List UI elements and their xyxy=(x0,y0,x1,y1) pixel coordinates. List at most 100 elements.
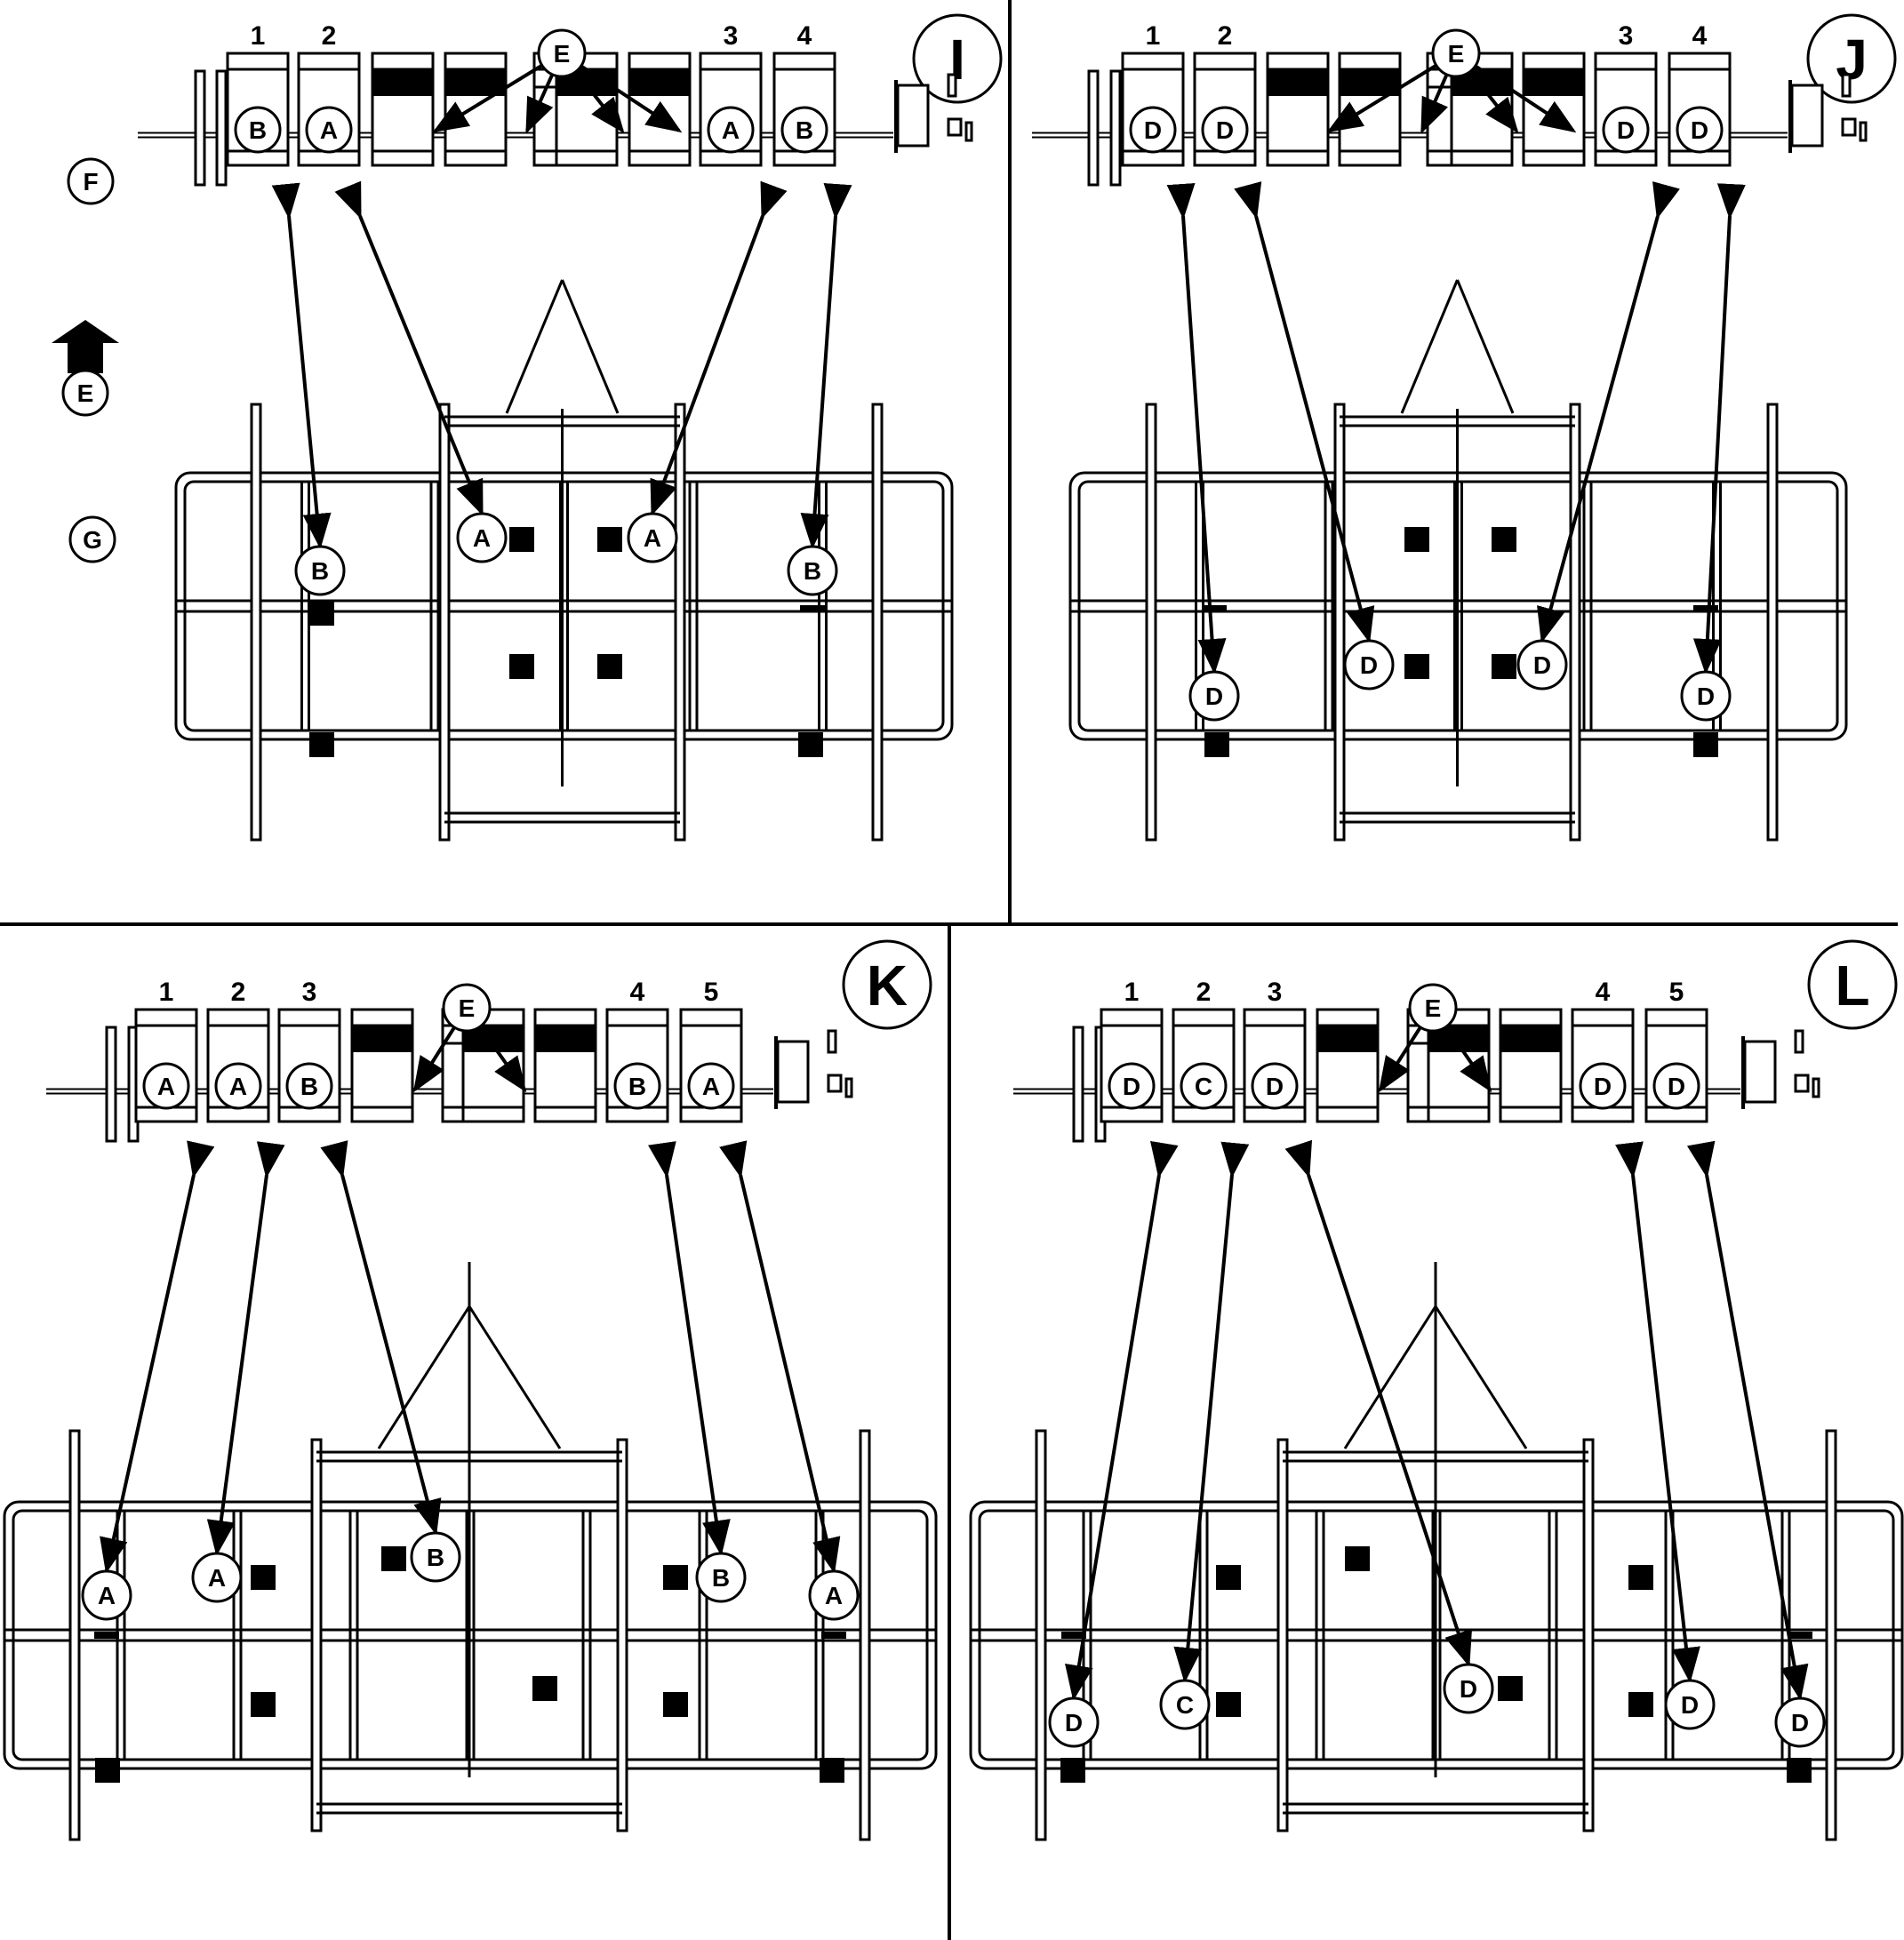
row-number: 2 xyxy=(1218,21,1233,51)
frame-label-text: C xyxy=(1176,1691,1194,1719)
frame-label-circle xyxy=(1516,639,1568,691)
panel-badge-circle xyxy=(842,939,932,1030)
legend-markers: F E G xyxy=(52,157,119,563)
unit-fill xyxy=(1340,69,1400,96)
callout-e-circle xyxy=(1431,28,1481,78)
row-connector-1 xyxy=(334,180,484,516)
blank-unit xyxy=(628,52,692,167)
row-label-text: A xyxy=(702,1073,720,1100)
hub-tab-right xyxy=(844,1077,853,1098)
row-connector-3 xyxy=(1615,1141,1700,1683)
mount-square-3 xyxy=(1404,654,1429,679)
end-stop-0 xyxy=(1072,1026,1084,1143)
unit-fill xyxy=(1317,1026,1378,1052)
hub-body xyxy=(896,84,930,148)
rail-clip xyxy=(821,1632,846,1639)
unit-fill xyxy=(1524,69,1584,96)
row-connector-0 xyxy=(1166,182,1227,675)
frame-label-text: D xyxy=(1697,683,1715,710)
frame-label: D xyxy=(1664,1679,1716,1730)
row-number: 4 xyxy=(797,21,812,51)
end-stop-0 xyxy=(1087,69,1100,187)
mount-square-2 xyxy=(381,1546,406,1571)
frame-label-circle xyxy=(1343,639,1395,691)
hub-tab-right xyxy=(964,121,973,142)
mount-square-5 xyxy=(1693,732,1718,757)
mount-square-3 xyxy=(251,1692,276,1717)
direction-arrow-icon xyxy=(52,320,119,373)
frame-label: D xyxy=(1343,639,1395,691)
row-label: D xyxy=(1251,1062,1299,1110)
mount-square-0 xyxy=(1216,1565,1241,1590)
hitch-post-right xyxy=(616,1438,628,1832)
blank-unit xyxy=(371,52,435,167)
mount-square-1 xyxy=(1404,527,1429,552)
row-label: A xyxy=(142,1062,190,1110)
row-label-text: A xyxy=(229,1073,247,1100)
hub-tab-mid xyxy=(1794,1074,1810,1093)
row-number: 4 xyxy=(630,978,645,1007)
panel-badge-circle xyxy=(1806,13,1897,104)
side-post-0 xyxy=(1145,403,1157,842)
panel-badge-circle xyxy=(1807,939,1898,1030)
blank-unit xyxy=(350,1008,414,1123)
frame-label-text: D xyxy=(1205,683,1223,710)
mount-square-6 xyxy=(1060,1758,1085,1783)
row-connector-2 xyxy=(1284,1139,1473,1667)
row-unit: D xyxy=(1571,1008,1635,1123)
blank-unit xyxy=(1499,1008,1563,1123)
mount-square-3 xyxy=(1498,1676,1523,1701)
legend-e-marker: E xyxy=(52,320,119,417)
row-number: 4 xyxy=(1596,978,1611,1007)
unit-fill xyxy=(629,69,690,96)
frame-label: D xyxy=(1188,670,1240,722)
row-label-text: B xyxy=(796,116,813,144)
row-label: D xyxy=(1201,106,1249,154)
side-post-1 xyxy=(871,403,884,842)
frame-label-text: A xyxy=(208,1564,226,1592)
hitch-a-frame xyxy=(1434,1305,1528,1449)
hub-tab-right xyxy=(1812,1077,1820,1098)
callout-arrow-0 xyxy=(1326,52,1458,133)
hub-tab-top xyxy=(827,1029,837,1054)
hub-tab-mid xyxy=(947,117,963,137)
hitch-a-frame xyxy=(505,279,564,414)
row-label-text: C xyxy=(1195,1073,1212,1100)
frame-label: B xyxy=(410,1531,461,1583)
row-label: A xyxy=(214,1062,262,1110)
mount-square-4 xyxy=(1492,654,1516,679)
blank-unit xyxy=(533,1008,597,1123)
frame-label-text: D xyxy=(1065,1709,1083,1736)
row-label: A xyxy=(687,1062,735,1110)
side-post-1 xyxy=(859,1429,871,1841)
row-connector-2 xyxy=(320,1140,442,1536)
end-stop-1 xyxy=(215,69,228,187)
hub-tab-right xyxy=(1859,121,1868,142)
mount-square-1 xyxy=(509,527,534,552)
row-label-circle xyxy=(305,106,353,154)
row-connector-4 xyxy=(719,1140,841,1574)
row-unit: D xyxy=(1243,1008,1307,1123)
frame-label-circle xyxy=(1774,1697,1826,1748)
row-label-text: D xyxy=(1594,1073,1612,1100)
row-label-circle xyxy=(613,1062,661,1110)
panel-badge-text: L xyxy=(1835,954,1869,1018)
panel-badge-text: J xyxy=(1836,28,1868,92)
frame-label-circle xyxy=(787,545,838,596)
frame-label-circle xyxy=(294,545,346,596)
row-unit: D xyxy=(1594,52,1658,167)
legend-f-marker: F xyxy=(67,157,115,205)
hub-body xyxy=(1790,84,1824,148)
row-label-circle xyxy=(780,106,828,154)
row-unit: A xyxy=(134,1008,198,1123)
row-number: 5 xyxy=(1669,978,1684,1007)
side-post-0 xyxy=(68,1429,81,1841)
row-connector-3 xyxy=(648,1141,731,1556)
hitch-post-left xyxy=(1276,1438,1289,1832)
row-label: B xyxy=(285,1062,333,1110)
panel-badge-text: K xyxy=(867,954,908,1018)
hub-tab-top xyxy=(1794,1029,1804,1054)
row-number: 4 xyxy=(1692,21,1708,51)
row-label: A xyxy=(305,106,353,154)
